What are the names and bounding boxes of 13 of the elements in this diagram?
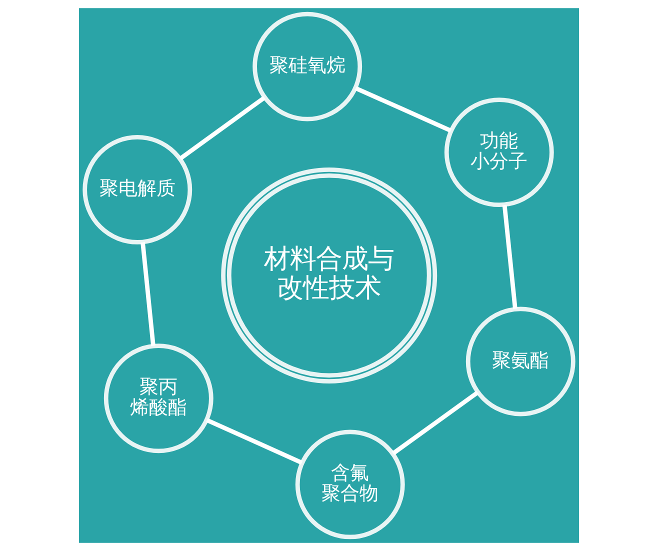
node-circle: 聚硅氧烷 [252, 12, 362, 122]
node-circle: 功能小分子 [444, 98, 554, 208]
node-circle: 聚氨酯 [466, 306, 576, 416]
node-circle: 含氟聚合物 [295, 430, 405, 540]
connector [354, 86, 452, 133]
connector [502, 204, 518, 309]
node-circle: 聚丙烯酸酯 [104, 344, 214, 454]
connector [140, 242, 156, 346]
connector [178, 96, 266, 160]
node-circle: 聚电解质 [82, 134, 192, 244]
node-circle: 材料合成与改性技术 [221, 168, 438, 384]
connector [206, 418, 303, 465]
connector [392, 390, 479, 456]
